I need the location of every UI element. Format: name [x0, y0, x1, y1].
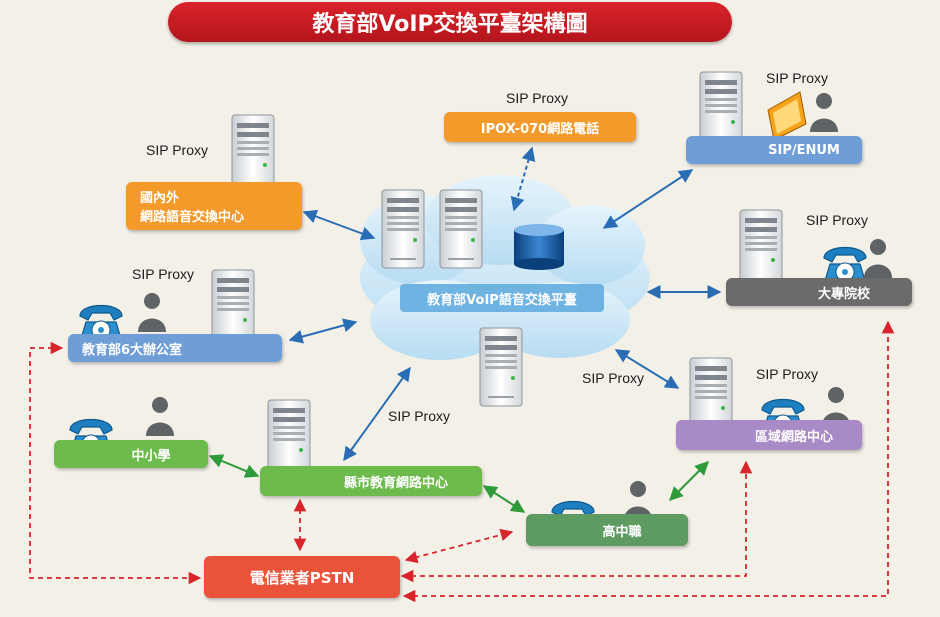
monitor-icon [767, 91, 807, 141]
server-icon [479, 327, 523, 407]
regional-label: 區域網路中心 [754, 429, 833, 445]
moe-proxy-label: SIP Proxy [132, 266, 194, 282]
college-box: 大專院校 [726, 278, 912, 306]
diagram-title: 教育部VoIP交換平臺架構圖 [168, 2, 732, 42]
regional-box: 區域網路中心 [676, 420, 862, 450]
person-icon [138, 293, 166, 332]
server-icon [739, 209, 783, 289]
college-proxy-label: SIP Proxy [806, 212, 868, 228]
high-school-box: 高中職 [526, 514, 688, 546]
intl-label-line2: 網路語音交換中心 [140, 210, 245, 225]
moe-office-box: 教育部6大辦公室 [68, 334, 282, 362]
ipox-box: IPOX-070網路電話 [444, 112, 636, 142]
county-proxy-label: SIP Proxy [388, 408, 450, 424]
platform-label: 教育部VoIP語音交換平臺 [427, 292, 577, 308]
sip-enum-label: SIP/ENUM [768, 142, 840, 158]
high-school-label: 高中職 [602, 524, 642, 540]
county-box: 縣市教育網路中心 [260, 466, 482, 496]
sip-enum-box: SIP/ENUM [686, 136, 862, 164]
database-icon [514, 224, 564, 270]
platform-box: 教育部VoIP語音交換平臺 [400, 284, 604, 312]
primary-label: 中小學 [131, 448, 171, 464]
server-icon [381, 189, 425, 269]
county-label: 縣市教育網路中心 [343, 475, 448, 491]
intl-proxy-label: SIP Proxy [146, 142, 208, 158]
moe-office-label: 教育部6大辦公室 [82, 342, 183, 358]
regional-proxy-label: SIP Proxy [756, 366, 818, 382]
ipox-label: IPOX-070網路電話 [480, 121, 600, 137]
pstn-label: 電信業者PSTN [249, 568, 355, 587]
college-label: 大專院校 [817, 286, 870, 302]
intl-label-line1: 國內外 [140, 191, 180, 206]
ipox-proxy-label: SIP Proxy [506, 90, 568, 106]
server-icon [439, 189, 483, 269]
person-icon [146, 397, 174, 436]
primary-box: 中小學 [54, 440, 208, 468]
pstn-box: 電信業者PSTN [204, 556, 400, 598]
intl-box: 國內外 網路語音交換中心 [126, 182, 302, 230]
person-icon [810, 93, 838, 132]
enum-proxy-label: SIP Proxy [766, 70, 828, 86]
person-icon [864, 239, 892, 278]
cloud-proxy-label: SIP Proxy [582, 370, 644, 386]
